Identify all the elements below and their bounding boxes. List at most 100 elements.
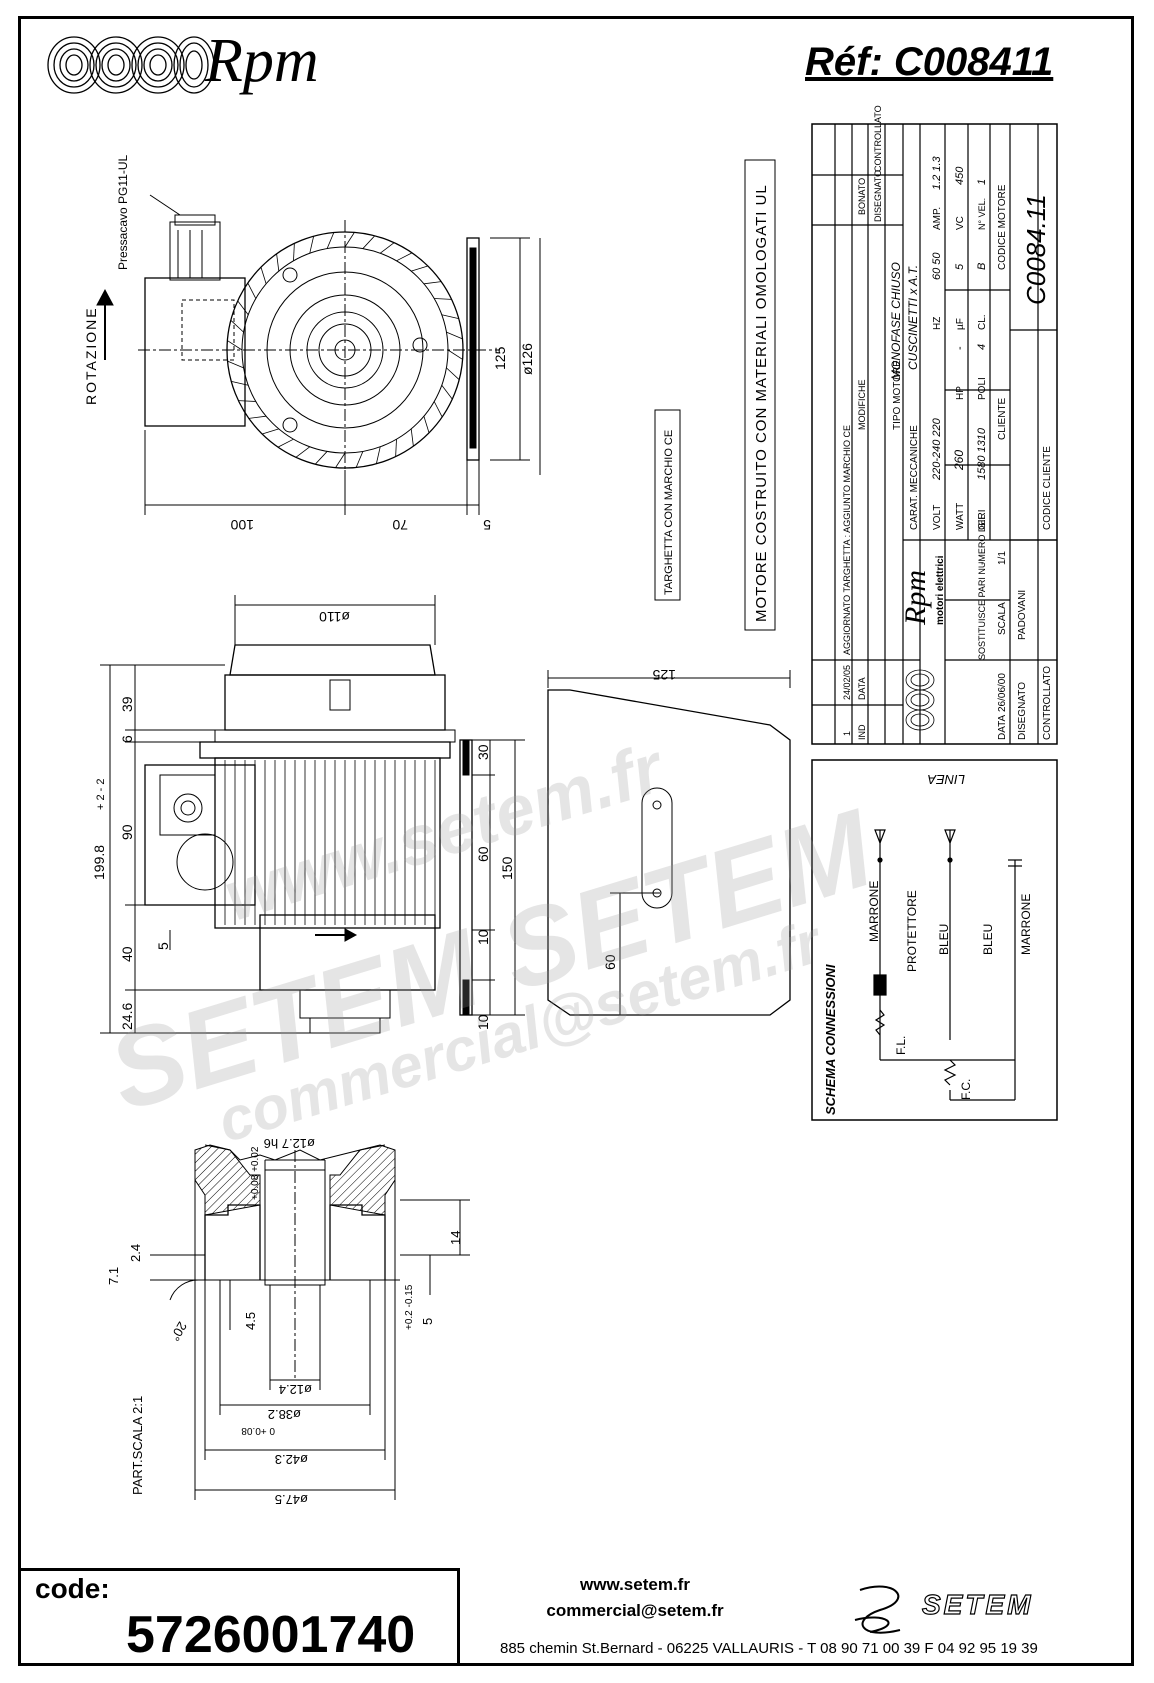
drawing-frame	[18, 16, 1134, 1666]
title-block	[811, 123, 1058, 745]
tb-data: 26/06/00	[997, 673, 1008, 712]
tb-amp-label: AMP.	[932, 207, 943, 230]
tb-col-controllato: CONTROLLATO	[873, 105, 883, 172]
ul-note: MOTORE COSTRUITO CON MATERIALI OMOLOGATI…	[753, 184, 770, 622]
side-dim-10b: 10	[475, 1014, 491, 1030]
setem-logo-swirl	[854, 1585, 901, 1634]
detail-dim-2-4: 2.4	[128, 1244, 143, 1262]
address: 885 chemin St.Bernard - 06225 VALLAURIS …	[500, 1640, 1038, 1657]
email-link[interactable]: commercial@setem.fr	[546, 1601, 724, 1620]
side-dim-90: 90	[119, 824, 135, 840]
detail-dim-7-1: 7.1	[106, 1267, 121, 1285]
fan-fin	[441, 314, 459, 320]
fan-fin	[227, 340, 243, 351]
tb-codice-cliente-label: CODICE CLIENTE	[1042, 446, 1053, 530]
schema-linea: LINEA	[927, 772, 965, 787]
fan-fin	[238, 400, 256, 402]
tb-rev-date: 24/02/05	[842, 665, 852, 700]
tb-nvel: 1	[976, 179, 988, 185]
cable-gland-label: Pressacavo PG11-UL	[116, 155, 130, 270]
fan-fin	[231, 380, 249, 386]
fan-fin	[379, 242, 395, 254]
tb-sostituisce-label: SOSTITUISCE PARI NUMERO DEL	[977, 515, 987, 660]
plate-dim-125: 125	[652, 667, 676, 683]
fan-fin	[441, 384, 453, 400]
fan-fin	[314, 451, 328, 465]
ul-note-box	[744, 159, 776, 631]
tb-cl: B	[976, 263, 988, 270]
tb-amp: 1.2 1.3	[931, 155, 943, 190]
schema-marrone2: MARRONE	[1019, 894, 1033, 955]
fan-fin	[434, 298, 452, 300]
fan-fin	[433, 401, 443, 418]
tb-volt-label: VOLT	[932, 505, 943, 530]
schema-connessioni	[811, 759, 1058, 1121]
top-dim-125: 125	[492, 346, 508, 370]
contact-block: www.setem.fr commercial@setem.fr	[460, 1572, 810, 1624]
detail-dim-d38-2-tol: 0 +0.08	[241, 1425, 275, 1436]
detail-dim-14: 14	[448, 1231, 463, 1245]
fan-fin	[293, 243, 295, 261]
rpm-logo	[47, 36, 215, 94]
tb-rev-ind: 1	[842, 731, 852, 736]
schema-fl: F.L.	[894, 1036, 908, 1055]
tb-rev-note: AGGIORNATO TARGHETTA : AGGIUNTO MARCHIO …	[842, 425, 852, 655]
detail-dim-4-5: 4.5	[243, 1312, 258, 1330]
top-dim-d126: ø126	[519, 343, 535, 375]
tb-cliente-label: CLIENTE	[997, 397, 1008, 440]
plate-view	[547, 670, 791, 1016]
tb-col-bonato: BONATO	[857, 178, 867, 215]
detail-scale-label: PART.SCALA 2:1	[130, 1396, 145, 1495]
tb-scala: 1/1	[997, 551, 1008, 565]
fan-fin	[309, 236, 315, 254]
side-view	[100, 595, 525, 1034]
side-dim-6: 6	[119, 735, 135, 743]
detail-dim-d12-7: ø12.7 h6	[264, 1136, 315, 1151]
tb-col-ind: IND	[857, 724, 867, 740]
fan-fin	[262, 428, 279, 435]
website-link[interactable]: www.setem.fr	[580, 1575, 690, 1594]
tb-uf-label: µF	[955, 318, 966, 330]
tb-data-label: DATA	[997, 714, 1008, 740]
code-box: code: 5726001740	[18, 1568, 460, 1666]
top-dim-5: 5	[483, 517, 491, 533]
rotation-label: ROTAZIONE	[83, 306, 99, 405]
tb-company-sub: motori elettrici	[935, 555, 946, 625]
tb-hp: -	[954, 346, 966, 350]
plate-note: TARGHETTA CON MARCHIO CE	[663, 430, 675, 595]
detail-dim-d12-4: ø12.4	[279, 1382, 312, 1397]
tb-giri-label: GIRI	[977, 509, 988, 530]
tb-carat: CUSCINETTI x A.T.	[906, 265, 920, 370]
side-dim-24-6: 24.6	[119, 1003, 135, 1030]
tb-disegnato: PADOVANI	[1017, 590, 1028, 640]
tb-col-modifiche: MODIFICHE	[857, 380, 867, 431]
plate-dim-60: 60	[602, 954, 618, 970]
fan-fin	[260, 267, 267, 284]
side-dim-total: 199.8	[91, 845, 107, 880]
side-dim-60: 60	[475, 846, 491, 862]
side-dim-40: 40	[119, 946, 135, 962]
tb-col-data: DATA	[857, 677, 867, 700]
detail-dim-d38-2: ø38.2	[268, 1407, 301, 1422]
fan-fin	[355, 451, 364, 468]
side-dim-10a: 10	[475, 929, 491, 945]
code-label: code:	[35, 1573, 110, 1604]
tb-volt: 220-240 220	[931, 417, 943, 481]
fan-fin	[237, 300, 249, 316]
side-dim-150: 150	[499, 856, 515, 880]
tb-poli-label: POLI	[977, 377, 988, 400]
fan-fin	[344, 232, 355, 248]
detail-dim-d42-3: ø42.3	[275, 1452, 308, 1467]
detail-view	[150, 1144, 470, 1500]
tb-giri: 1580 1310	[976, 427, 988, 480]
fan-fin	[446, 331, 463, 340]
tb-codice-motore: C0084.11	[1021, 194, 1051, 305]
plate-note-box	[654, 409, 681, 601]
side-dim-total-tol: + 2 - 2	[95, 779, 107, 811]
side-dim-d110: ø110	[319, 609, 350, 625]
reference-number: Réf: C008411	[805, 40, 1054, 84]
fan-fin	[248, 415, 267, 419]
fan-fin	[411, 265, 428, 272]
fan-fin	[410, 428, 414, 447]
